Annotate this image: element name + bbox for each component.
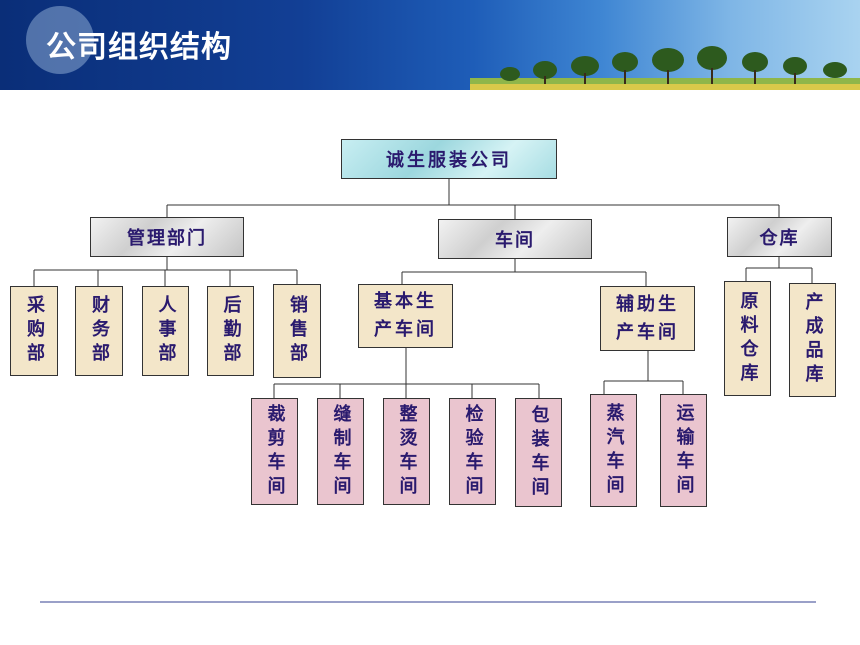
node-hr: 人事部 [142,286,189,376]
landscape-scenery-icon [470,46,860,90]
node-inspection-workshop: 检验车间 [449,398,496,505]
footer-divider [40,601,816,603]
node-label: 运输车间 [673,402,695,499]
node-label: 管理部门 [127,228,207,249]
title-circle-decoration [26,6,94,74]
node-basic-production: 基本生产车间 [358,284,453,348]
node-finance: 财务部 [75,286,123,376]
node-finished-goods-warehouse: 产成品库 [789,283,836,397]
node-label: 财务部 [89,295,110,367]
node-label: 销售部 [287,295,308,367]
node-label: 人事部 [155,295,177,367]
node-label: 检验车间 [462,403,484,500]
node-workshop: 车间 [438,219,592,259]
node-label: 仓库 [759,228,800,249]
node-label: 整烫车间 [396,403,418,500]
node-label: 后勤部 [220,295,242,367]
node-label: 采购部 [24,295,45,367]
node-label: 诚生服装公司 [386,150,512,171]
node-label: 原料仓库 [737,290,759,387]
node-label: 产成品库 [802,292,824,388]
node-label: 车间 [495,230,535,251]
page-title: 公司组织结构 [46,30,232,65]
node-cutting-workshop: 裁剪车间 [251,398,298,505]
node-purchasing: 采购部 [10,286,58,376]
node-label: 基本生产车间 [374,291,437,340]
node-label: 裁剪车间 [264,403,286,500]
node-sewing-workshop: 缝制车间 [317,398,364,505]
node-logistics: 后勤部 [207,286,254,376]
node-packaging-workshop: 包装车间 [515,398,562,507]
node-root-company: 诚生服装公司 [341,139,557,179]
node-management: 管理部门 [90,217,244,257]
node-label: 包装车间 [528,404,550,501]
node-steam-workshop: 蒸汽车间 [590,394,637,507]
node-label: 蒸汽车间 [603,402,625,499]
node-ironing-workshop: 整烫车间 [383,398,430,505]
node-raw-material-warehouse: 原料仓库 [724,281,771,396]
node-label: 缝制车间 [330,403,352,500]
node-sales: 销售部 [273,284,321,378]
node-auxiliary-production: 辅助生产车间 [600,286,695,351]
node-transport-workshop: 运输车间 [660,394,707,507]
node-warehouse: 仓库 [727,217,832,257]
header-banner: 公司组织结构 [0,0,860,90]
node-label: 辅助生产车间 [616,293,679,343]
